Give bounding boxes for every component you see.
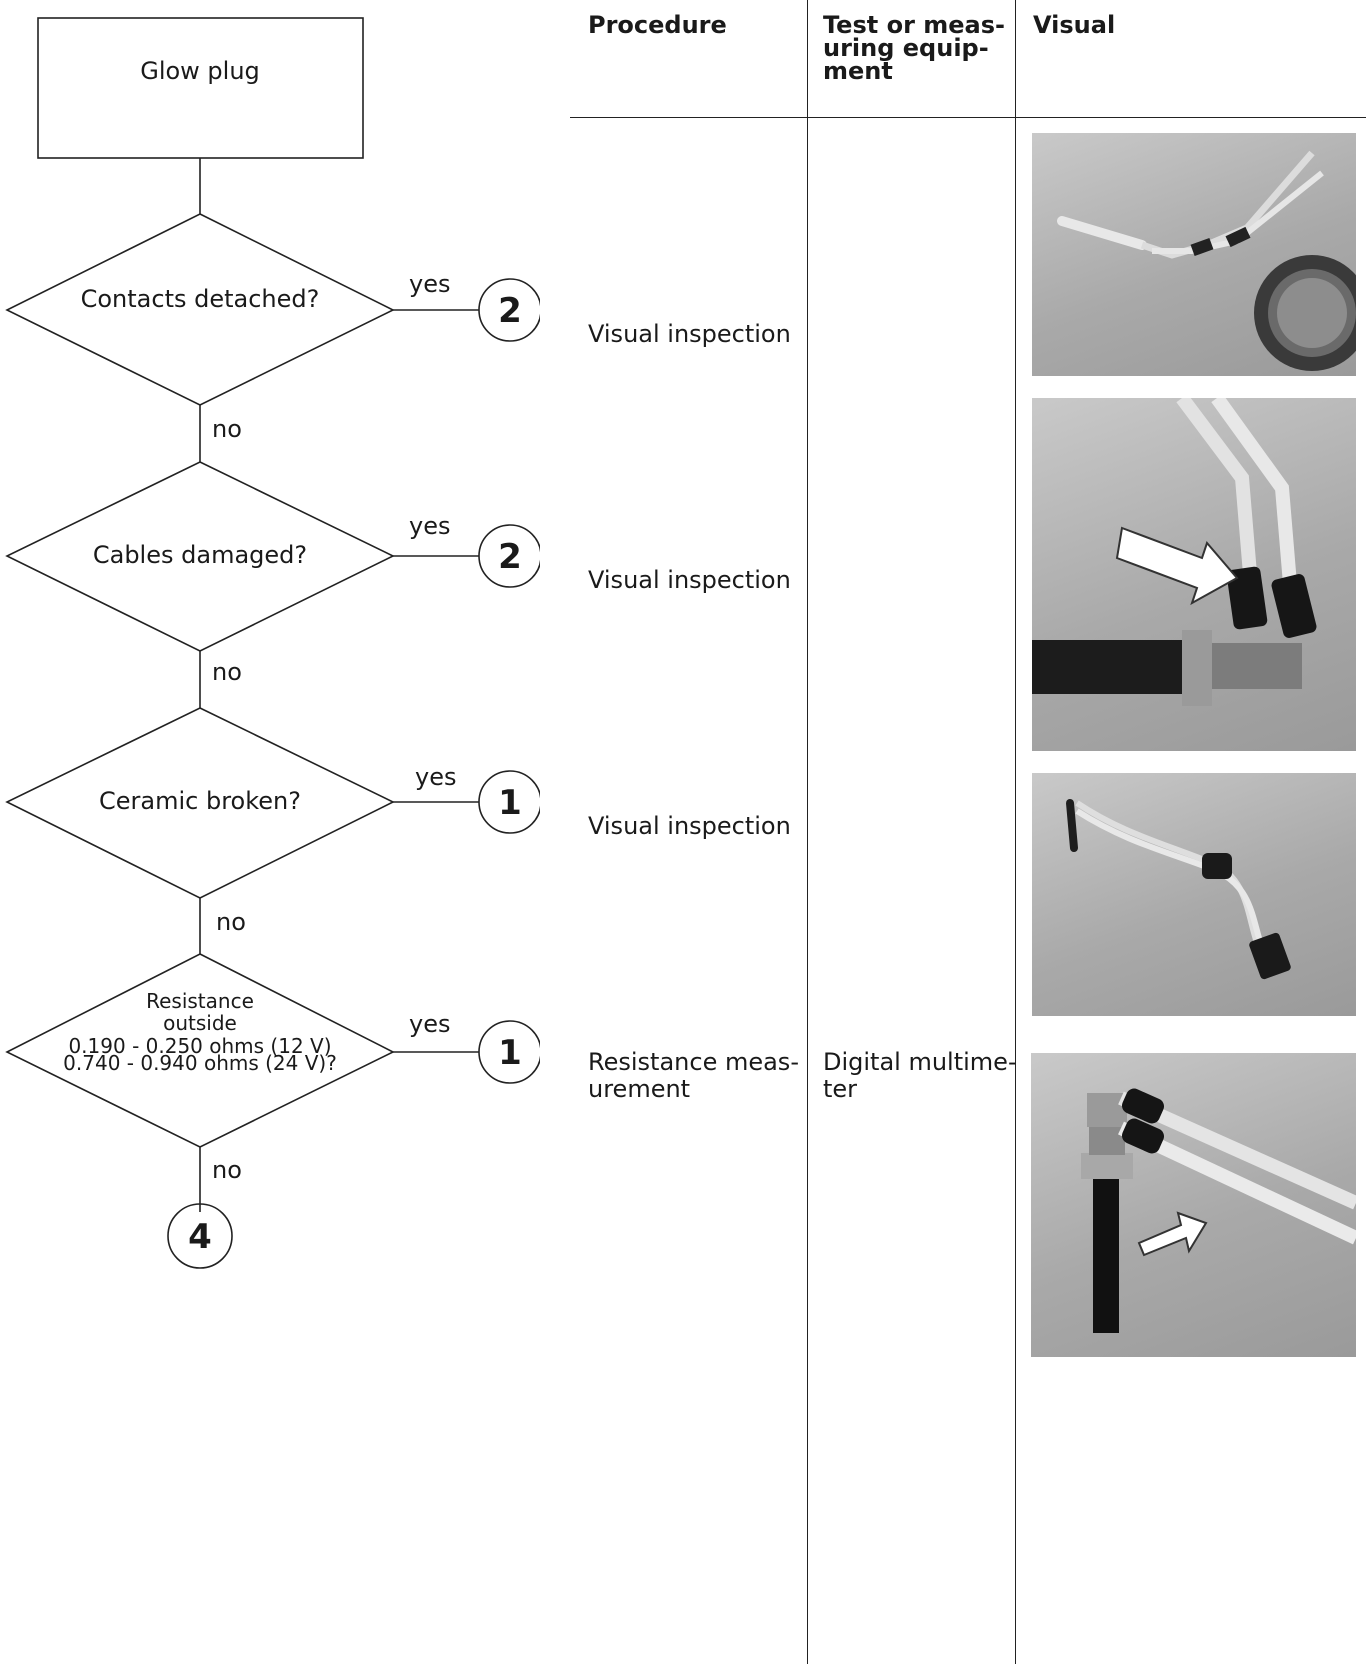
result-1-label: 2: [498, 291, 522, 331]
troubleshooting-flowchart: Glow plug Contacts detached? yes no 2 Ca…: [5, 17, 540, 1269]
row-4-equipment-line-2: ter: [823, 1075, 858, 1103]
decision-3-yes-label: yes: [415, 763, 456, 791]
header-procedure: Procedure: [588, 11, 727, 39]
glow-plug-cables-photo: [1032, 398, 1356, 751]
row-4-equipment: Digital multime- ter: [823, 1049, 1017, 1103]
decision-1-yes-label: yes: [409, 270, 450, 298]
column-divider-2: [1015, 0, 1016, 1664]
header-visual: Visual: [1033, 11, 1116, 39]
decision-2-yes-label: yes: [409, 512, 450, 540]
decision-1-question: Contacts detached?: [81, 285, 320, 313]
column-divider-1: [807, 0, 808, 1664]
decision-2-question: Cables damaged?: [93, 541, 307, 569]
result-4-circle: [478, 1020, 540, 1084]
result-2-circle: [478, 524, 540, 588]
glow-plug-contacts-photo: [1032, 133, 1356, 376]
row-4-procedure: Resistance meas- urement: [588, 1049, 799, 1103]
header-equipment-line-1: Test or meas-: [823, 11, 1005, 39]
glow-plug-resistance-photo: [1031, 1053, 1356, 1357]
glow-plug-ceramic-photo: [1032, 773, 1356, 1016]
header-equipment-line-2: uring equip-: [823, 34, 989, 62]
decision-4-question-line-2: outside: [163, 1011, 237, 1035]
row-4-procedure-line-1: Resistance meas-: [588, 1048, 799, 1076]
decision-4-yes-label: yes: [409, 1010, 450, 1038]
decision-3-no-label: no: [216, 908, 246, 936]
row-4-procedure-line-2: urement: [588, 1075, 691, 1103]
decision-4-question-line-4: 0.740 - 0.940 ohms (24 V)?: [63, 1051, 337, 1075]
decision-3-question: Ceramic broken?: [99, 787, 301, 815]
row-1-procedure: Visual inspection: [588, 320, 791, 348]
result-3-label: 1: [498, 783, 522, 823]
row-2-procedure: Visual inspection: [588, 566, 791, 594]
decision-4-no-label: no: [212, 1156, 242, 1184]
result-2-label: 2: [498, 537, 522, 577]
decision-2-no-label: no: [212, 658, 242, 686]
result-4-label: 1: [498, 1033, 522, 1073]
start-box: [37, 17, 364, 159]
header-divider: [570, 117, 1366, 118]
end-circle: [167, 1203, 233, 1269]
header-equipment: Test or meas- uring equip- ment: [823, 11, 1005, 85]
row-4-equipment-line-1: Digital multime-: [823, 1048, 1017, 1076]
row-3-procedure: Visual inspection: [588, 812, 791, 840]
header-equipment-line-3: ment: [823, 57, 893, 85]
result-1-circle: [478, 278, 540, 342]
result-3-circle: [478, 770, 540, 834]
end-label: 4: [188, 1217, 212, 1257]
decision-1-no-label: no: [212, 415, 242, 443]
decision-4-question-line-3: 0.190 - 0.250 ohms (12 V): [68, 1034, 331, 1058]
decision-4-question-line-1: Resistance: [146, 989, 254, 1013]
start-label: Glow plug: [140, 57, 260, 85]
